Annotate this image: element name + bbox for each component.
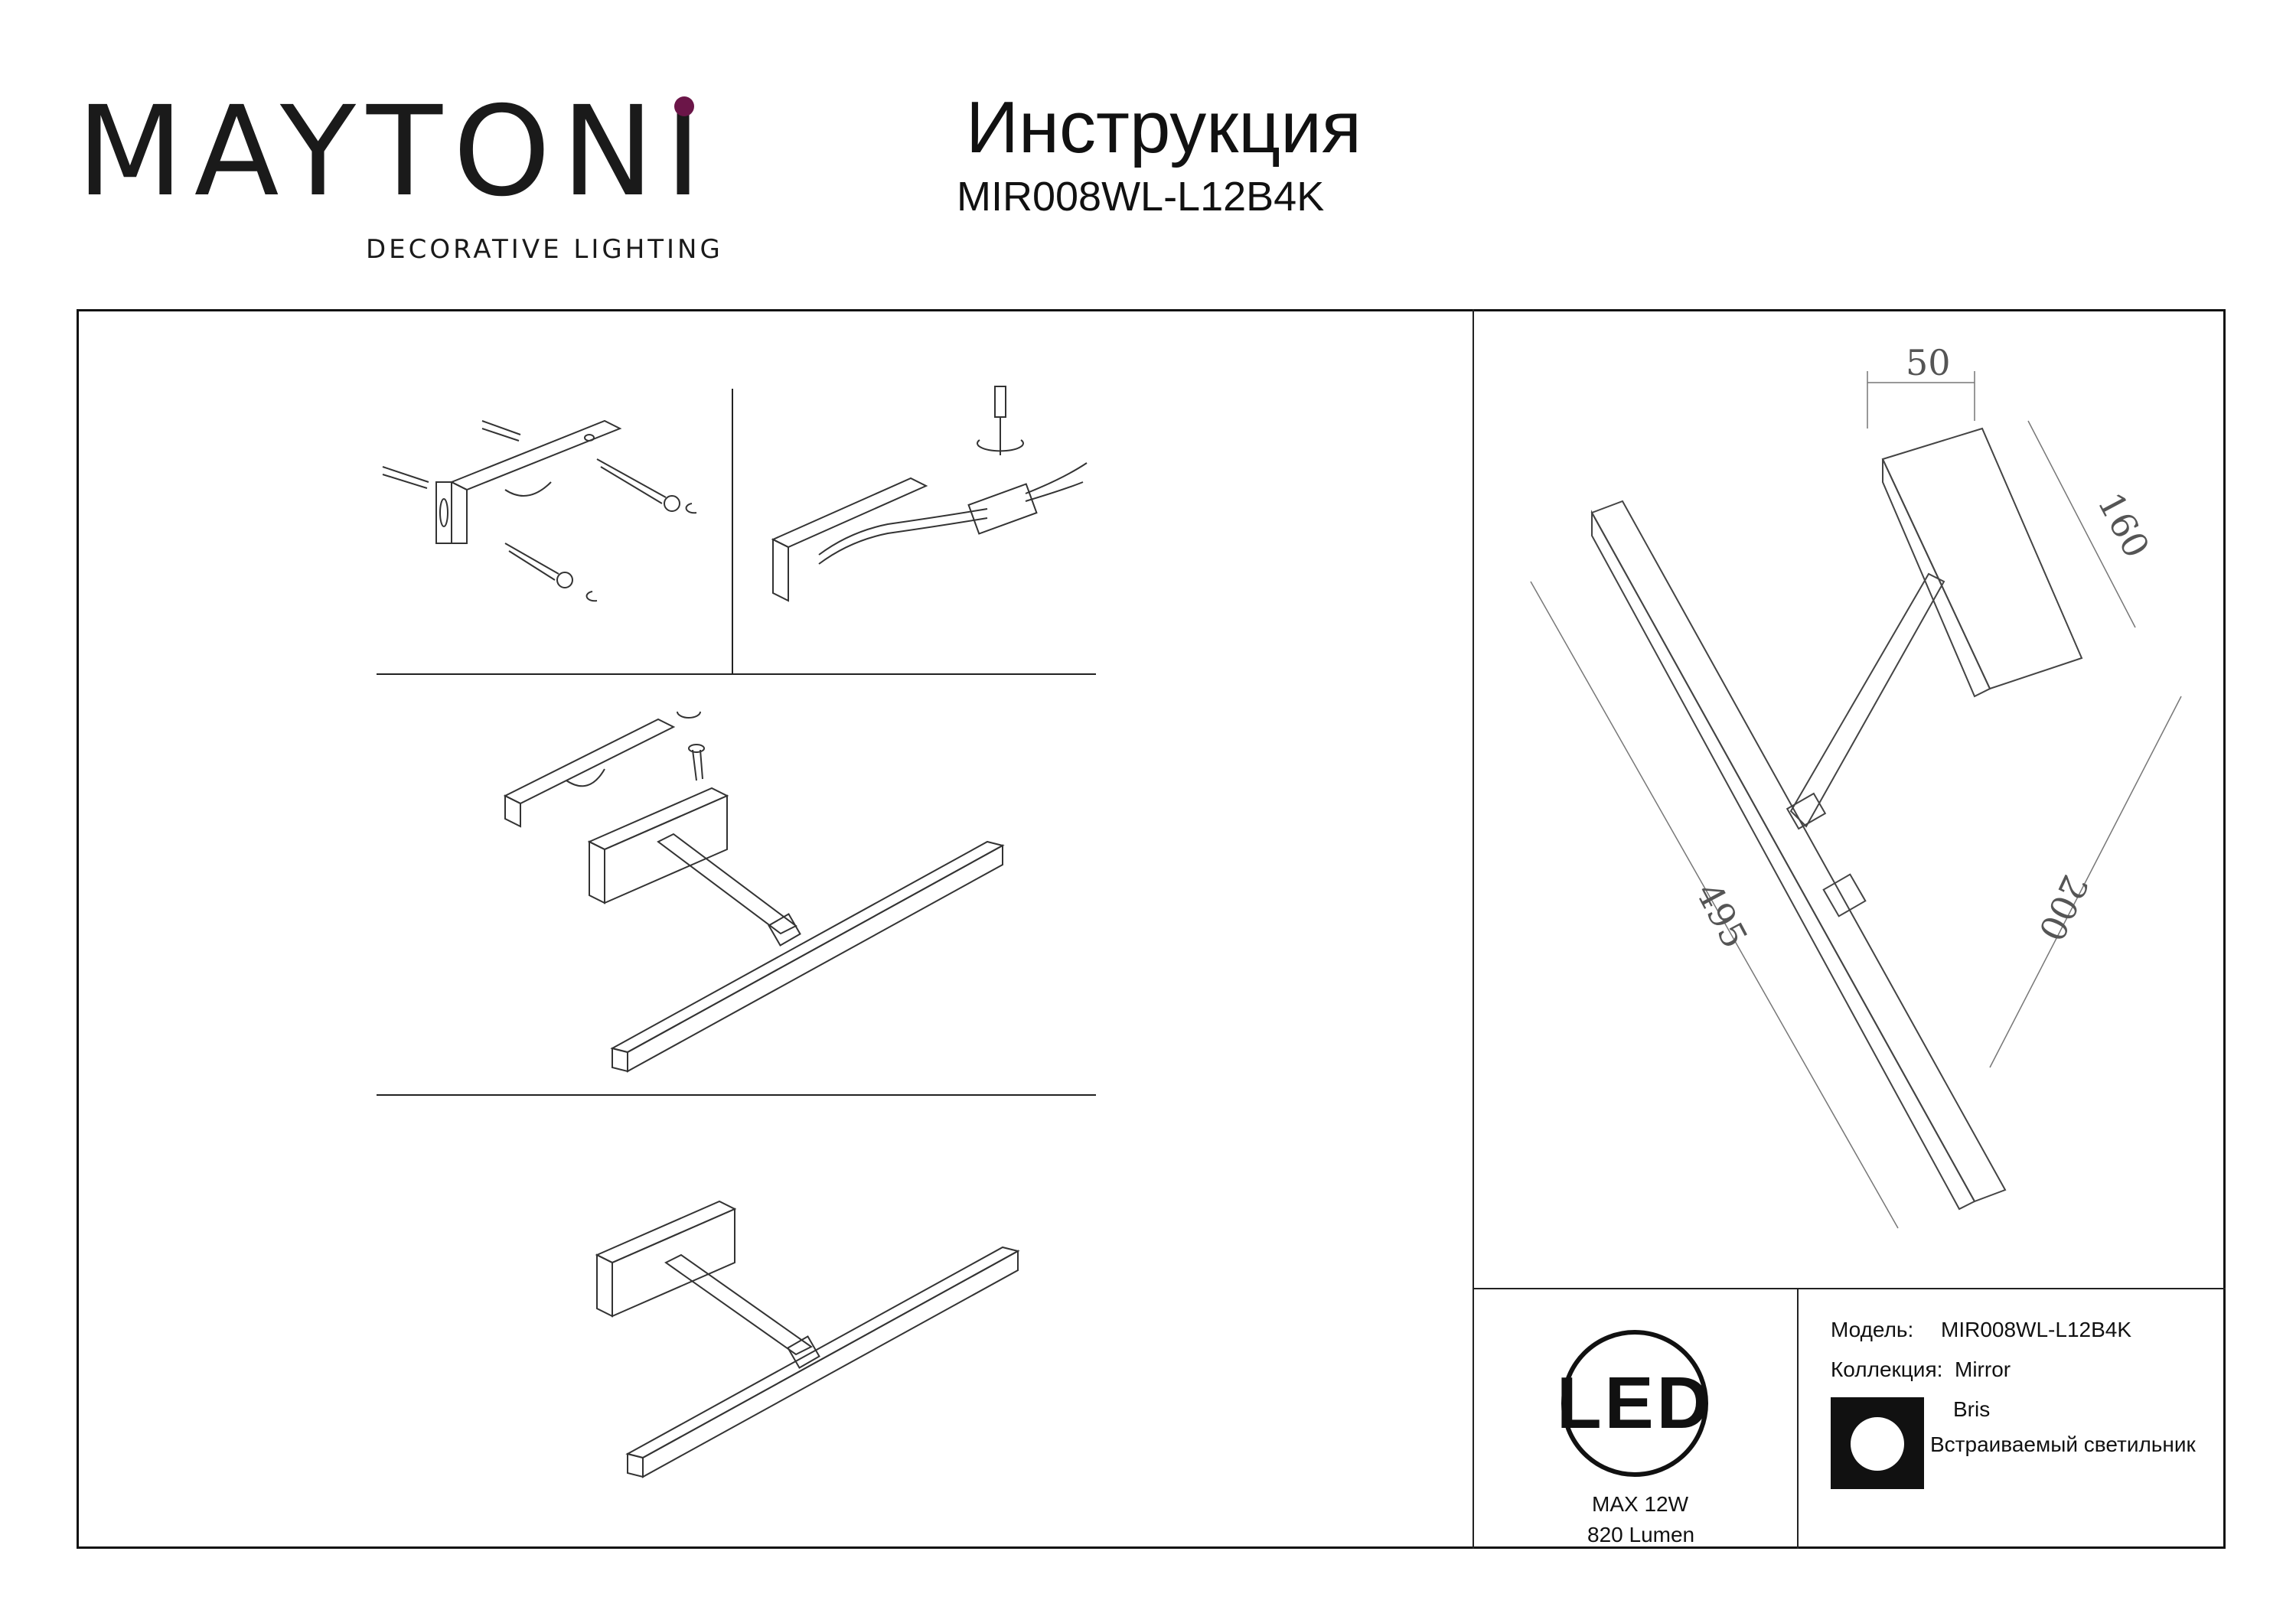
- power-rating: MAX 12W: [1592, 1492, 1689, 1516]
- dim-depth: 160: [2089, 486, 2157, 565]
- model-label: Модель:: [1831, 1318, 1914, 1341]
- frame-divider-vertical: [1473, 309, 1474, 1549]
- led-circle-icon: LED: [1557, 1330, 1710, 1477]
- step3-assembly-diagram: [503, 711, 1005, 1073]
- dim-width: 50: [1906, 342, 1951, 383]
- screwdriver-icon: [994, 386, 1006, 418]
- sub-label: Bris: [1953, 1397, 1991, 1421]
- instruction-frame: [77, 309, 2226, 1549]
- brand-logo: MAYTONI: [77, 80, 713, 224]
- led-label: LED: [1557, 1362, 1713, 1444]
- brand-tagline: DECORATIVE LIGHTING: [366, 234, 723, 265]
- model-code: MIR008WL-L12B4K: [957, 174, 1325, 220]
- dimension-drawing: 50 160 495 200: [1530, 342, 2182, 1229]
- model-value: MIR008WL-L12B4K: [1941, 1318, 2132, 1341]
- dim-length: 495: [1688, 876, 1756, 955]
- collection-value: Mirror: [1955, 1357, 2011, 1381]
- collection-label: Коллекция:: [1831, 1357, 1943, 1381]
- logo-accent-dot: [674, 96, 694, 116]
- page-title: Инструкция: [966, 86, 1362, 168]
- step4-final-diagram: [595, 1200, 1020, 1478]
- step-separator-2: [377, 1094, 1096, 1096]
- type-label: Встраиваемый светильник: [1930, 1432, 2196, 1456]
- step-separator-1: [377, 673, 1096, 675]
- step2-wiring-diagram: [771, 386, 1088, 602]
- recessed-light-icon: [1831, 1397, 1924, 1489]
- frame-divider-horizontal: [1473, 1288, 2226, 1289]
- step-separator-vertical: [732, 389, 733, 673]
- info-divider-vertical: [1797, 1288, 1799, 1549]
- step1-mount-diagram: [382, 419, 697, 602]
- luminous-flux: 820 Lumen: [1587, 1523, 1695, 1546]
